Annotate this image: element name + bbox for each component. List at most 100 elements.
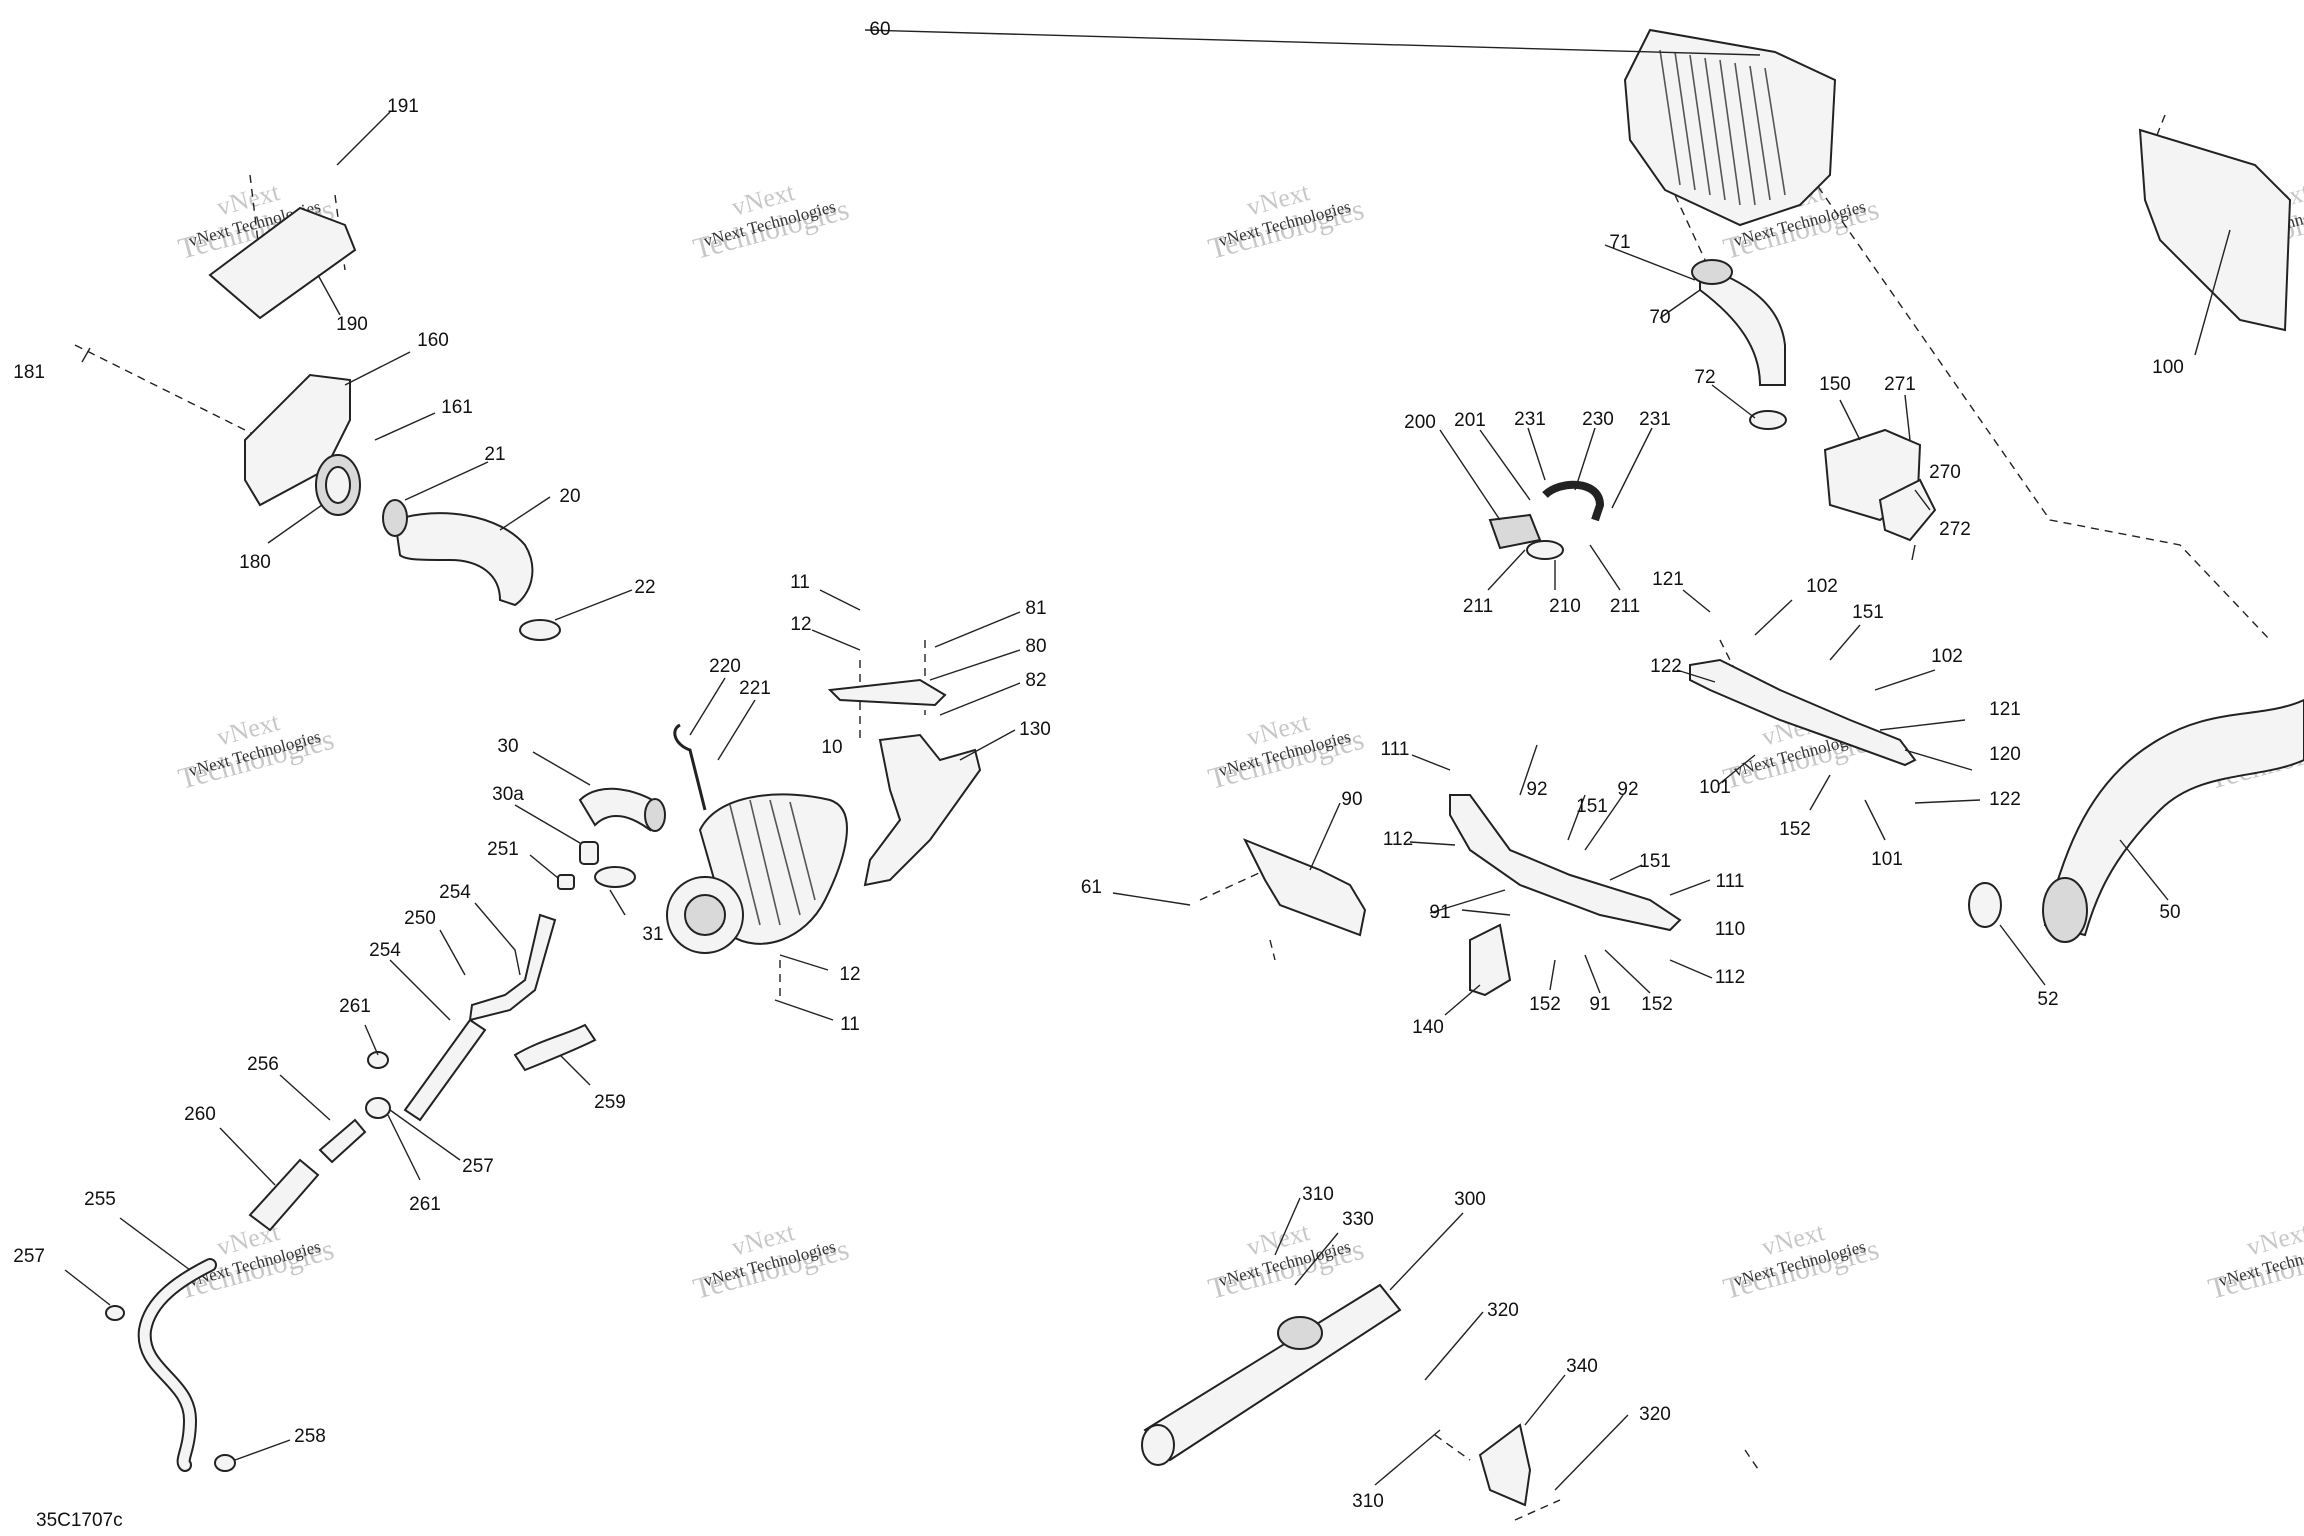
clamp-71 <box>1691 259 1733 285</box>
callout-102: 102 <box>1806 576 1838 597</box>
cap-330 <box>1277 1316 1323 1350</box>
rail-110 <box>1449 794 1682 932</box>
heat-shield-130 <box>863 733 982 887</box>
leader-lines <box>64 29 2231 1491</box>
callout-120: 120 <box>1989 744 2021 765</box>
pipe-250 <box>403 1018 487 1122</box>
callout-211: 211 <box>1610 596 1640 617</box>
callout-261: 261 <box>339 996 371 1017</box>
callout-160: 160 <box>417 330 449 351</box>
callout-121: 121 <box>1652 569 1684 590</box>
callout-261: 261 <box>409 1194 441 1215</box>
callout-254: 254 <box>439 882 471 903</box>
callout-20: 20 <box>559 486 580 507</box>
callout-30: 30 <box>497 736 518 757</box>
callout-259: 259 <box>594 1092 626 1113</box>
callout-112: 112 <box>1715 967 1745 988</box>
callout-260: 260 <box>184 1104 216 1125</box>
callout-12: 12 <box>839 964 860 985</box>
callout-191: 191 <box>387 96 419 117</box>
bracket-160 <box>244 373 351 507</box>
callout-330: 330 <box>1342 1209 1374 1230</box>
callout-11: 11 <box>840 1014 860 1035</box>
callout-100: 100 <box>2152 357 2184 378</box>
clamp-258 <box>214 1454 236 1472</box>
callout-80: 80 <box>1025 636 1046 657</box>
callout-320: 320 <box>1487 1300 1519 1321</box>
callout-251: 251 <box>487 839 519 860</box>
callout-320: 320 <box>1639 1404 1671 1425</box>
clamp-261 <box>367 1051 389 1069</box>
callout-150: 150 <box>1819 374 1851 395</box>
callout-211: 211 <box>1463 596 1493 617</box>
callout-256: 256 <box>247 1054 279 1075</box>
callout-110: 110 <box>1715 919 1745 940</box>
drawing-code: 35C1707c <box>36 1510 123 1531</box>
callout-254: 254 <box>369 940 401 961</box>
alignment-lines <box>74 114 2271 1521</box>
bracket-90 <box>1242 838 1367 937</box>
callout-121: 121 <box>1989 699 2021 720</box>
callout-122: 122 <box>1989 789 2021 810</box>
clamp-52 <box>1968 882 2002 928</box>
callout-181: 181 <box>13 362 45 383</box>
callout-82: 82 <box>1025 670 1046 691</box>
callout-152: 152 <box>1779 819 1811 840</box>
callout-31: 31 <box>642 924 663 945</box>
rail-120 <box>1689 658 1917 767</box>
callout-111: 111 <box>1381 739 1410 760</box>
callout-161: 161 <box>441 397 473 418</box>
callout-221: 221 <box>739 678 771 699</box>
callout-11: 11 <box>790 572 810 593</box>
callout-151: 151 <box>1852 602 1884 623</box>
coupler-30a <box>579 841 599 865</box>
callout-72: 72 <box>1694 367 1715 388</box>
callout-90: 90 <box>1341 789 1362 810</box>
callout-10: 10 <box>821 737 842 758</box>
callout-152: 152 <box>1641 994 1673 1015</box>
bracket-80 <box>827 678 947 707</box>
tube-254 <box>468 913 557 1022</box>
callout-101: 101 <box>1871 849 1903 870</box>
callout-102: 102 <box>1931 646 1963 667</box>
bracket-340 <box>1478 1423 1532 1507</box>
callout-180: 180 <box>239 552 271 573</box>
callout-270: 270 <box>1929 462 1961 483</box>
clamp-261b <box>365 1097 391 1119</box>
callout-91: 91 <box>1429 902 1450 923</box>
frame-300 <box>1143 1283 1402 1462</box>
callout-257: 257 <box>462 1156 494 1177</box>
plate-140 <box>1469 923 1512 997</box>
plate-190 <box>208 206 357 320</box>
callout-92: 92 <box>1617 779 1638 800</box>
callout-50: 50 <box>2159 902 2180 923</box>
callout-130: 130 <box>1019 719 1051 740</box>
callout-255: 255 <box>84 1189 116 1210</box>
callout-310: 310 <box>1352 1491 1384 1512</box>
callout-122: 122 <box>1650 656 1682 677</box>
callout-151: 151 <box>1576 796 1608 817</box>
callout-12: 12 <box>790 614 811 635</box>
callout-111: 111 <box>1716 871 1745 892</box>
callout-220: 220 <box>709 656 741 677</box>
rod-220 <box>673 723 707 811</box>
callout-112: 112 <box>1383 829 1413 850</box>
callout-61: 61 <box>1081 877 1102 898</box>
hose-70 <box>1699 263 1786 386</box>
callout-300: 300 <box>1454 1189 1486 1210</box>
callout-140: 140 <box>1412 1017 1444 1038</box>
callout-101: 101 <box>1699 777 1731 798</box>
callout-231: 231 <box>1639 409 1671 430</box>
callout-71: 71 <box>1609 232 1630 253</box>
clamp-257 <box>105 1305 125 1321</box>
callout-70: 70 <box>1649 307 1670 328</box>
callout-200: 200 <box>1404 412 1436 433</box>
hose-259 <box>513 1023 597 1072</box>
bracket-100 <box>2138 128 2292 332</box>
